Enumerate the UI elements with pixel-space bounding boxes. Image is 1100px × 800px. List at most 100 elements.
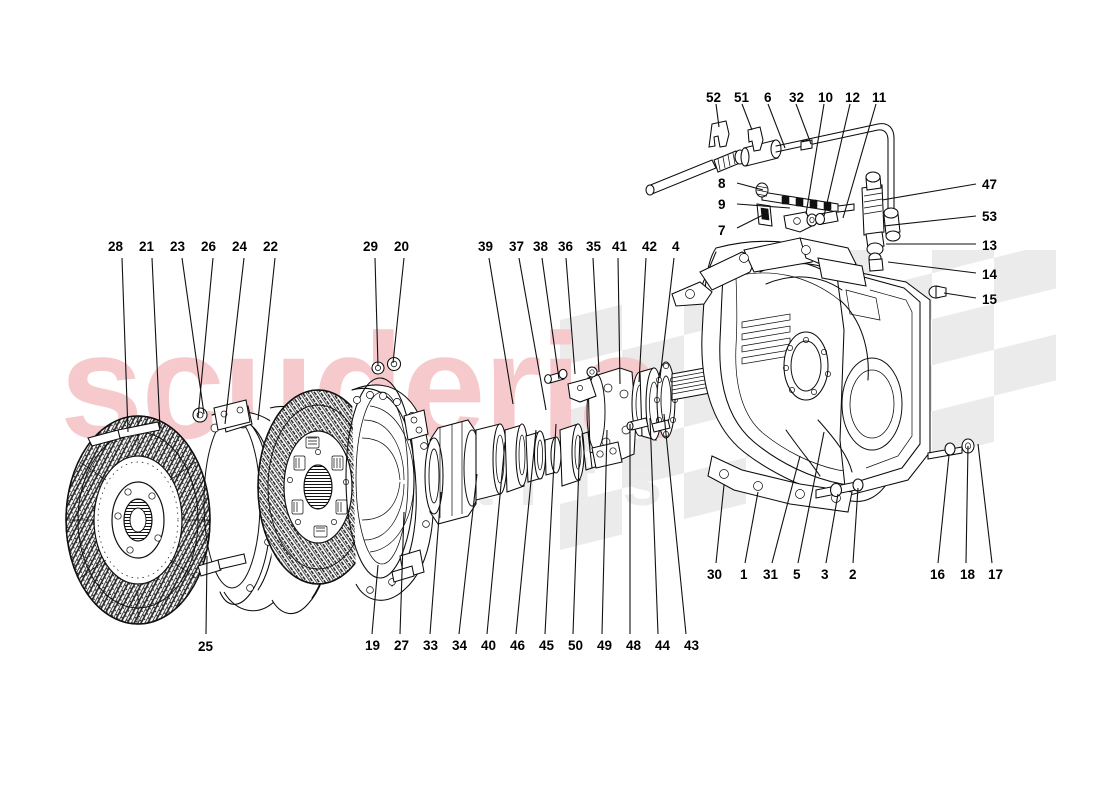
callout-number-42: 42 (642, 239, 658, 254)
callout-number-41: 41 (612, 239, 628, 254)
callout-number-43: 43 (684, 638, 700, 653)
callout-number-1: 1 (740, 567, 748, 582)
release-bearing-carrier (424, 419, 508, 525)
leader-line-44 (649, 417, 659, 635)
leader-line-36 (565, 257, 576, 375)
callout-number-29: 29 (363, 239, 379, 254)
callout-number-13: 13 (982, 238, 998, 253)
leader-line-16 (937, 454, 950, 564)
callout-number-34: 34 (452, 638, 468, 653)
callout-number-7: 7 (718, 223, 726, 238)
leader-line-3 (825, 493, 839, 564)
leader-line-1 (744, 491, 759, 564)
leader-line-11 (842, 103, 877, 219)
leader-line-12 (823, 103, 851, 217)
callout-number-15: 15 (982, 292, 998, 307)
callout-number-21: 21 (139, 239, 155, 254)
leader-line-7 (736, 214, 764, 229)
leader-line-49 (601, 429, 608, 635)
leader-line-46 (515, 429, 537, 635)
callout-number-3: 3 (821, 567, 829, 582)
callout-number-32: 32 (789, 90, 805, 105)
callout-number-50: 50 (568, 638, 584, 653)
leader-line-10 (805, 103, 825, 215)
release-fork-housing (544, 366, 637, 469)
leader-line-19 (371, 564, 379, 635)
leader-line-2 (852, 487, 859, 564)
callout-number-52: 52 (706, 90, 722, 105)
callout-number-39: 39 (478, 239, 494, 254)
leader-line-40 (486, 441, 506, 635)
callout-number-17: 17 (988, 567, 1004, 582)
callout-number-28: 28 (108, 239, 124, 254)
leader-line-51 (741, 103, 753, 131)
release-sleeve-group (504, 423, 617, 493)
leader-line-5 (797, 431, 825, 564)
leader-line-30 (715, 484, 725, 564)
leader-line-33 (429, 491, 442, 635)
leader-line-27 (399, 511, 405, 635)
callout-number-30: 30 (707, 567, 723, 582)
callout-leader-lines (121, 103, 993, 635)
callout-number-48: 48 (626, 638, 642, 653)
callout-number-35: 35 (586, 239, 602, 254)
callout-number-20: 20 (394, 239, 410, 254)
leader-line-39 (488, 257, 514, 405)
leader-line-24 (224, 257, 245, 425)
callout-number-2: 2 (849, 567, 857, 582)
callout-number-45: 45 (539, 638, 555, 653)
clutch-disc-front (65, 415, 211, 625)
callout-number-4: 4 (672, 239, 680, 254)
leader-line-14 (887, 261, 977, 274)
callout-number-14: 14 (982, 267, 998, 282)
leader-line-42 (638, 257, 647, 383)
callout-number-9: 9 (718, 197, 726, 212)
leader-line-15 (943, 292, 977, 299)
callout-number-49: 49 (597, 638, 613, 653)
leader-line-18 (965, 445, 969, 564)
callout-number-53: 53 (982, 209, 998, 224)
callout-number-6: 6 (764, 90, 772, 105)
callout-number-40: 40 (481, 638, 497, 653)
callout-number-5: 5 (793, 567, 801, 582)
callout-number-44: 44 (655, 638, 671, 653)
callout-number-25: 25 (198, 639, 214, 654)
leader-line-6 (767, 103, 786, 149)
leader-line-41 (617, 257, 621, 385)
callout-number-11: 11 (872, 90, 887, 105)
leader-line-53 (883, 215, 977, 227)
leader-line-25 (205, 555, 208, 635)
callout-number-16: 16 (930, 567, 946, 582)
leader-line-22 (257, 257, 276, 421)
leader-line-8 (736, 182, 764, 191)
callout-number-47: 47 (982, 177, 998, 192)
leader-line-21 (151, 257, 161, 429)
leader-line-34 (458, 473, 478, 635)
callout-number-36: 36 (558, 239, 574, 254)
leader-line-17 (977, 443, 993, 564)
leader-line-31 (771, 455, 801, 564)
leader-line-32 (795, 103, 812, 145)
callout-number-12: 12 (845, 90, 861, 105)
callout-number-33: 33 (423, 638, 439, 653)
callout-number-10: 10 (818, 90, 834, 105)
callout-number-27: 27 (394, 638, 410, 653)
leader-line-26 (197, 257, 214, 419)
callout-number-38: 38 (533, 239, 549, 254)
clutch-disc-rear (257, 389, 379, 585)
callout-number-31: 31 (763, 567, 779, 582)
callout-number-24: 24 (232, 239, 248, 254)
leader-line-43 (663, 413, 687, 635)
leader-line-29 (374, 257, 379, 367)
leader-line-37 (518, 257, 547, 411)
clutch-linkage-assembly (645, 120, 901, 272)
callout-number-26: 26 (201, 239, 217, 254)
callout-number-37: 37 (509, 239, 525, 254)
bell-housing (671, 237, 975, 513)
callout-number-51: 51 (734, 90, 750, 105)
leader-line-20 (392, 257, 405, 364)
leader-line-28 (121, 257, 129, 433)
leader-line-35 (592, 257, 600, 373)
